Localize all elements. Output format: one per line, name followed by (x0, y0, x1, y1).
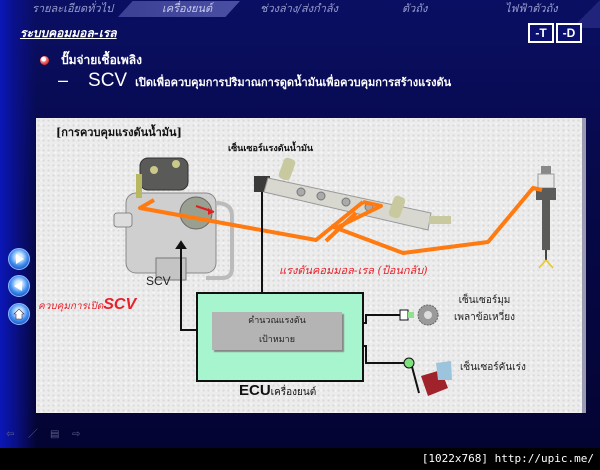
watermark: [1022x768] http://upic.me/ (421, 452, 594, 465)
next-button[interactable] (8, 248, 30, 270)
td-button-group: -T -D (528, 23, 582, 43)
previous-button[interactable] (8, 275, 30, 297)
diagram-drawing (113, 157, 556, 396)
ecu-label-main: ECU (239, 382, 271, 399)
pen-icon[interactable]: ／ (28, 429, 38, 440)
t-button[interactable]: -T (528, 23, 554, 43)
bullet-text: ปั๊มจ่ายเชื้อเพลิง (61, 53, 143, 67)
nav-item-engine[interactable]: เครื่องยนต์ (162, 2, 213, 15)
nav-item-general[interactable]: รายละเอียดทั่วไป (32, 2, 114, 15)
diagram-title: [การควบคุมแรงดันน้ำมัน] (56, 126, 182, 139)
ecu-box: คำนวณแรงดัน เป้าหมาย (196, 292, 364, 382)
bullet-dot-icon (40, 56, 49, 65)
d-button[interactable]: -D (556, 23, 582, 43)
crank-sensor-label: เซ็นเซอร์มุม เพลาข้อเหวี่ยง (454, 292, 515, 326)
sub-text: เปิดเพื่อควบคุมการปริมาณการดูดน้ำมันเพื่… (135, 76, 452, 89)
next-icon (16, 254, 24, 264)
sub-point: – SCV เปิดเพื่อควบคุมการปริมาณการดูดน้ำม… (58, 70, 451, 92)
nav-item-chassis[interactable]: ช่วงล่าง/ส่งกำลัง (260, 2, 339, 15)
nav-item-body-electrical[interactable]: ไฟฟ้าตัวถัง (505, 2, 558, 15)
left-glow (0, 0, 36, 448)
scv-label: SCV (146, 274, 171, 288)
common-rail-icon (254, 157, 451, 231)
ecu-label-suffix: เครื่องยนต์ (270, 387, 317, 398)
home-icon (13, 308, 25, 320)
top-nav: รายละเอียดทั่วไป เครื่องยนต์ ช่วงล่าง/ส่… (0, 0, 600, 18)
feedback-label: แรงดันคอมมอล-เรล (ป้อนกลับ) (279, 264, 428, 277)
crank-sensor-icon (399, 304, 439, 326)
accelerator-pedal-icon (403, 357, 452, 396)
menu-icon[interactable]: ▤ (50, 429, 60, 440)
crank-sensor-line2: เพลาข้อเหวี่ยง (454, 312, 515, 323)
ecu-inner-line1: คำนวณแรงดัน (248, 316, 306, 326)
slide-screen: รายละเอียดทั่วไป เครื่องยนต์ ช่วงล่าง/ส่… (0, 0, 600, 448)
previous-icon (14, 281, 22, 291)
ecu-label: ECUเครื่องยนต์ (239, 382, 316, 400)
bullet-point: ปั๊มจ่ายเชื้อเพลิง (40, 51, 142, 70)
accel-sensor-label: เซ็นเซอร์คันเร่ง (460, 362, 526, 373)
section-title: ระบบคอมมอล-เรล (20, 26, 117, 40)
crank-sensor-line1: เซ็นเซอร์มุม (458, 295, 511, 306)
scv-open-label: ควบคุมการเปิดSCV (38, 296, 136, 314)
scv-open-suffix: SCV (103, 296, 137, 313)
nav-active-highlight (118, 1, 240, 17)
nav-item-body[interactable]: ตัวถัง (402, 2, 428, 15)
scv-open-prefix: ควบคุมการเปิด (38, 301, 104, 312)
target-pressure-calc: คำนวณแรงดัน เป้าหมาย (212, 312, 342, 350)
forward-arrow-icon[interactable]: ⇨ (72, 429, 81, 440)
diagram-panel: [การควบคุมแรงดันน้ำมัน] เซ็นเซอร์แรงดันน… (36, 118, 586, 413)
pressure-sensor-label: เซ็นเซอร์แรงดันน้ำมัน (228, 144, 314, 154)
fuel-line (138, 186, 543, 255)
home-button[interactable] (8, 303, 30, 325)
ecu-inner-line2: เป้าหมาย (258, 335, 296, 345)
bottom-toolbar: ⇦ ／ ▤ ⇨ (0, 430, 84, 440)
supply-pump-icon (113, 157, 234, 281)
back-arrow-icon[interactable]: ⇦ (6, 429, 15, 440)
injector-icon (536, 166, 556, 269)
sub-dash: – (58, 70, 69, 90)
sub-scv: SCV (88, 70, 128, 91)
